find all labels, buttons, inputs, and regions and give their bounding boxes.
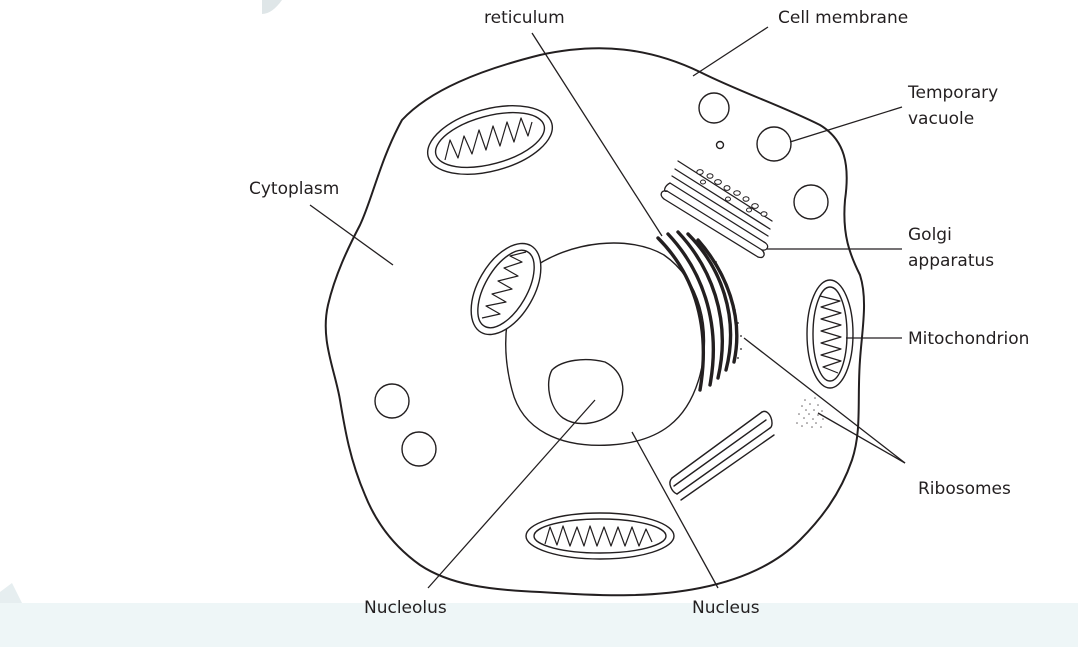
label-nucleolus: Nucleolus	[364, 598, 447, 618]
label-cytoplasm: Cytoplasm	[249, 179, 339, 199]
leader-lines	[309, 26, 906, 589]
label-golgi-line1: Golgi	[908, 225, 952, 245]
corner-badge	[262, 0, 282, 14]
golgi-vesicles	[696, 169, 768, 217]
label-endoplasmic-reticulum: reticulum	[484, 8, 565, 28]
nucleolus	[548, 358, 624, 425]
smooth-er	[669, 410, 775, 501]
label-cell-membrane: Cell membrane	[778, 8, 908, 28]
corner-tab	[0, 583, 22, 603]
label-golgi-line2: apparatus	[908, 251, 994, 271]
vacuoles	[374, 92, 829, 467]
label-temporary-vacuole-line1: Temporary	[907, 83, 998, 103]
label-temporary-vacuole-line2: vacuole	[908, 109, 974, 129]
mitochondrion-right	[806, 279, 854, 389]
golgi-apparatus	[660, 160, 773, 259]
label-mitochondrion: Mitochondrion	[908, 329, 1029, 349]
endoplasmic-reticulum	[656, 230, 739, 392]
mitochondrion-top-left	[426, 105, 554, 175]
footer-band	[0, 603, 1078, 647]
label-nucleus: Nucleus	[692, 598, 760, 618]
er-ribosome-dots	[715, 261, 742, 359]
free-ribosomes	[796, 397, 824, 428]
cell-membrane-outline	[324, 47, 866, 597]
mitochondrion-left	[470, 242, 542, 336]
label-ribosomes: Ribosomes	[918, 479, 1011, 499]
mitochondrion-bottom	[525, 512, 675, 560]
